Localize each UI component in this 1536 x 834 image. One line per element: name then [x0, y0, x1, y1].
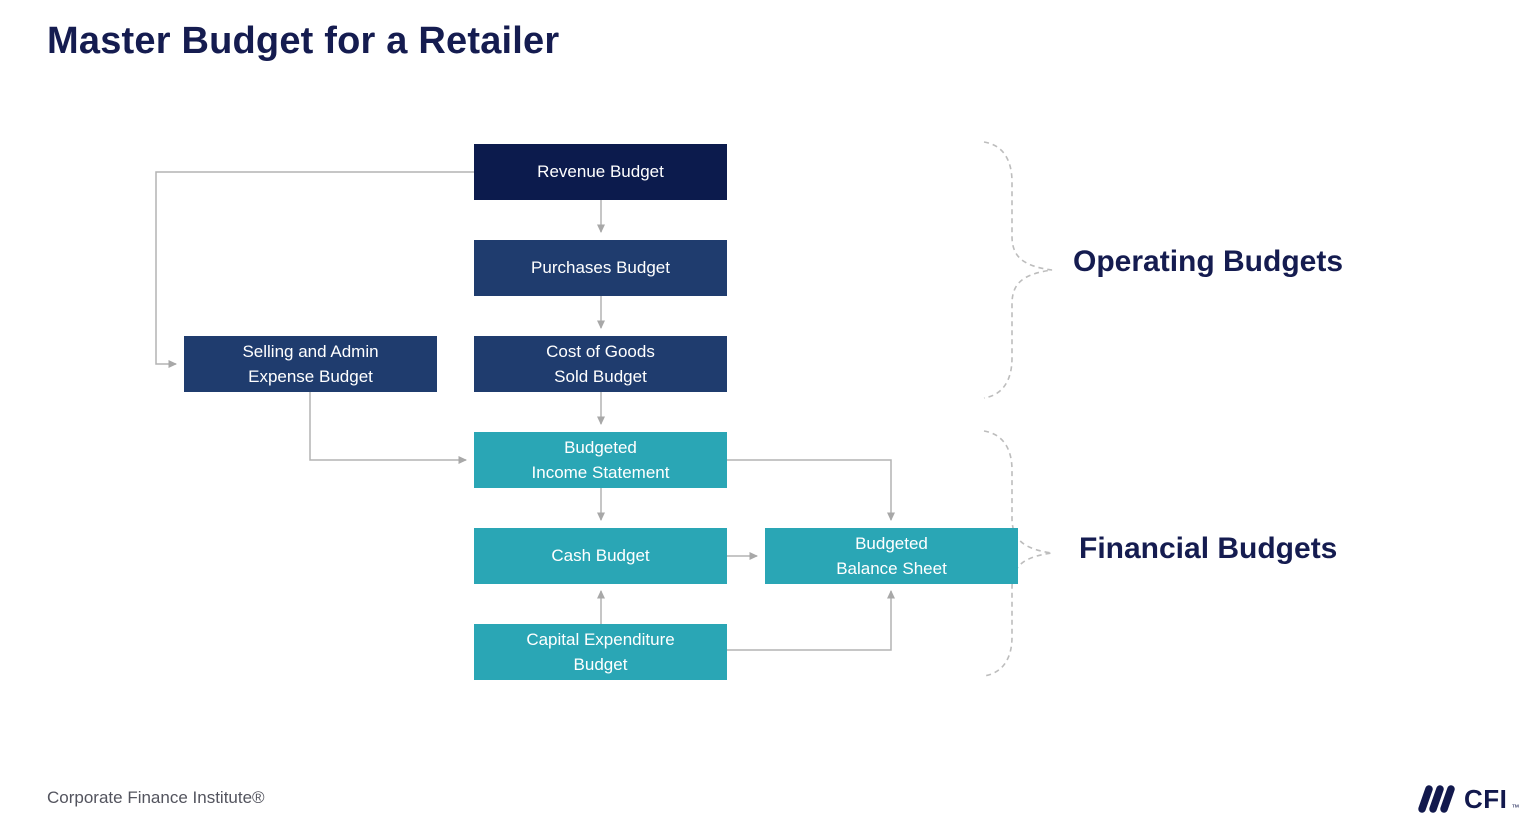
- edge-capex-balance: [727, 590, 895, 651]
- cfi-logo-icon: [1418, 785, 1455, 813]
- edge-selling-income: [309, 391, 467, 464]
- cfi-logo-text: CFI: [1464, 784, 1508, 814]
- node-budgeted-income-statement: Budgeted Income Statement: [474, 432, 727, 488]
- node-budgeted-balance-sheet: Budgeted Balance Sheet: [765, 528, 1018, 584]
- label-financial-budgets: Financial Budgets: [1079, 532, 1338, 565]
- brace-operating-budgets: [983, 141, 1053, 399]
- label-operating-budgets: Operating Budgets: [1073, 245, 1344, 278]
- node-cash-budget: Cash Budget: [474, 528, 727, 584]
- node-purchases-budget: Purchases Budget: [474, 240, 727, 296]
- node-selling-admin-expense-budget: Selling and Admin Expense Budget: [184, 336, 437, 392]
- node-revenue-budget: Revenue Budget: [474, 144, 727, 200]
- edge-income-balance: [727, 459, 895, 521]
- node-capital-expenditure-budget: Capital Expenditure Budget: [474, 624, 727, 680]
- node-cost-of-goods-sold-budget: Cost of Goods Sold Budget: [474, 336, 727, 392]
- page-title: Master Budget for a Retailer: [47, 20, 560, 62]
- cfi-logo-trademark: ™: [1511, 803, 1520, 812]
- footer-brand-text: Corporate Finance Institute®: [47, 788, 265, 807]
- cfi-logo: CFI ™: [1416, 784, 1519, 814]
